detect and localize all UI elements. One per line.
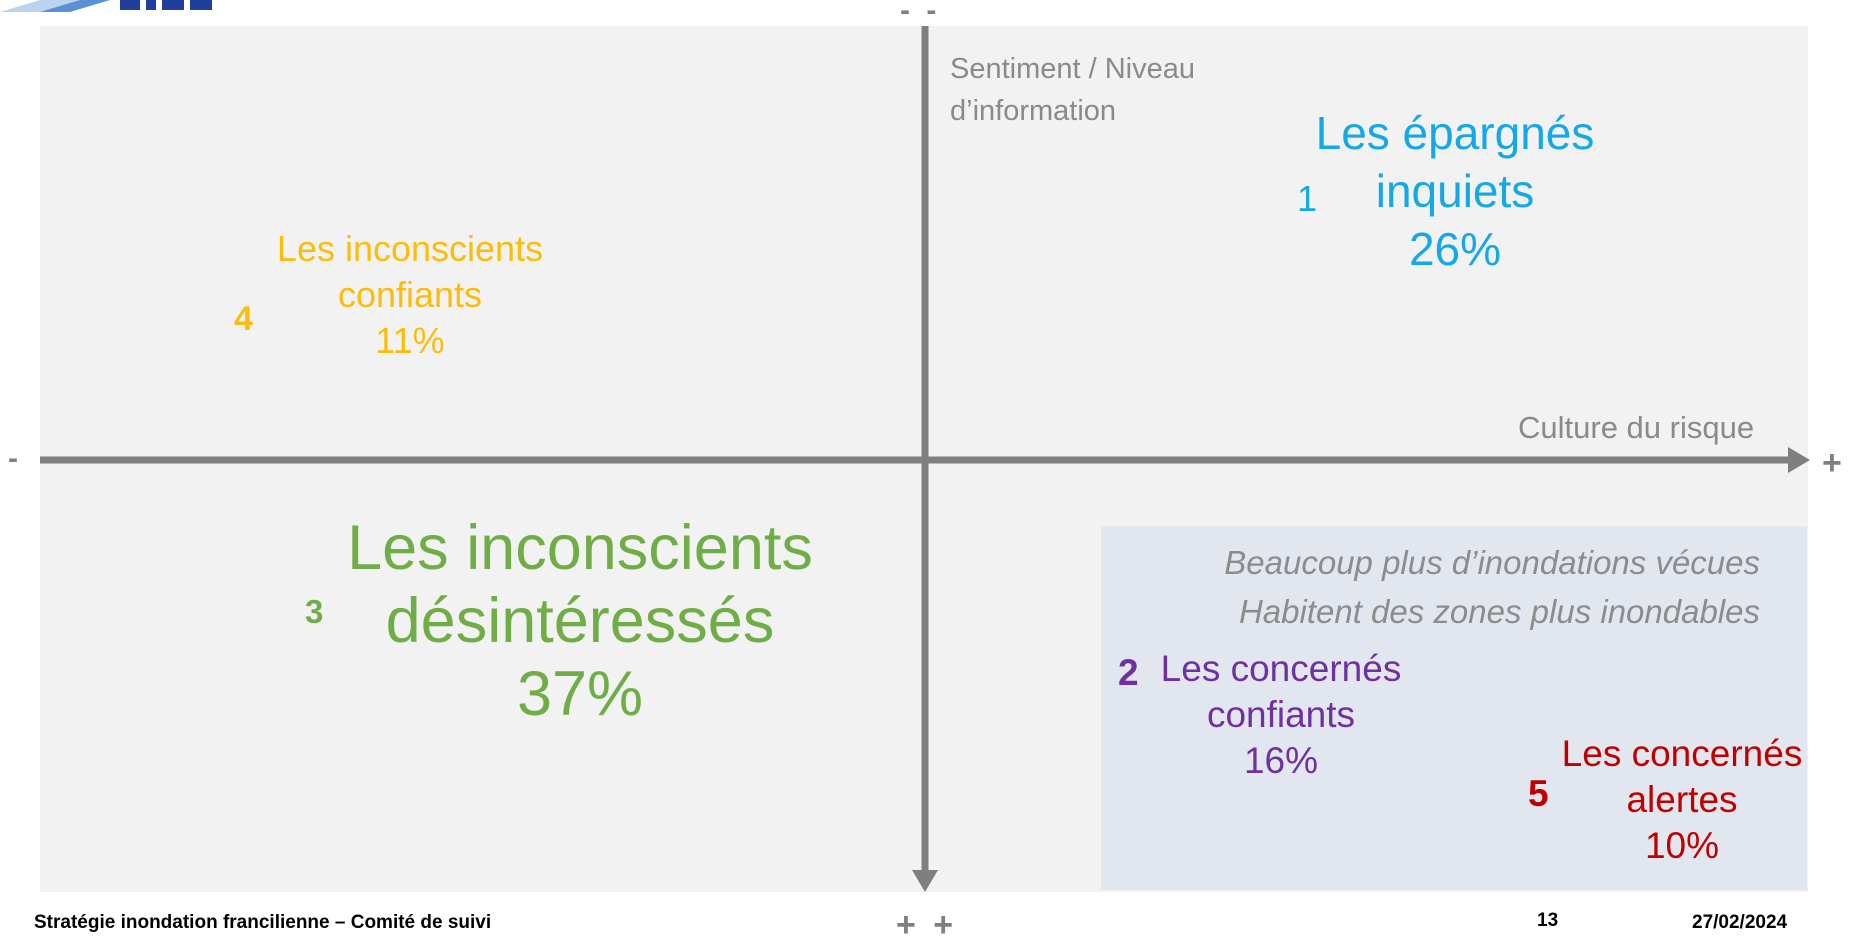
segment-5-label: Les concernés alertes 10% — [1555, 731, 1809, 869]
x-axis-label: Culture du risque — [1518, 410, 1755, 445]
segment-1-line-1: Les épargnés — [1315, 107, 1595, 159]
right-axis-marker: + — [1822, 444, 1842, 482]
logo-mark — [0, 0, 212, 12]
segment-4-line-2: confiants — [337, 274, 483, 315]
segment-4-label: Les inconscients confiants 11% — [250, 226, 570, 364]
segment-5-line-2: alertes — [1626, 779, 1738, 820]
segment-2-line-2: confiants — [1206, 694, 1356, 735]
segment-3-percent: 37% — [516, 659, 644, 729]
segment-4-line-1: Les inconscients — [276, 228, 544, 269]
footer-date: 27/02/2024 — [1692, 912, 1788, 933]
segment-2-percent: 16% — [1243, 740, 1319, 781]
segment-3-line-1: Les inconscients — [347, 513, 813, 583]
segment-5-line-1: Les concernés — [1561, 733, 1803, 774]
segment-5-percent: 10% — [1644, 825, 1720, 866]
highlight-note: Beaucoup plus d’inondations vécues Habit… — [1120, 538, 1760, 636]
segment-3-line-2: désintéressés — [385, 586, 775, 656]
segment-1-percent: 26% — [1408, 223, 1502, 275]
segment-2-number: 2 — [1118, 652, 1139, 693]
highlight-note-line-1: Beaucoup plus d’inondations vécues — [1224, 544, 1760, 581]
segment-1-number: 1 — [1297, 178, 1318, 219]
segment-3-number: 3 — [305, 593, 324, 630]
segment-4-percent: 11% — [375, 320, 445, 361]
segment-1-label: Les épargnés inquiets 26% — [1290, 104, 1620, 278]
segment-4-number: 4 — [234, 300, 253, 338]
segment-5-number: 5 — [1528, 773, 1549, 814]
segment-1-line-2: inquiets — [1375, 165, 1535, 217]
left-axis-marker: - — [8, 442, 18, 475]
footer-title: Stratégie inondation francilienne – Comi… — [34, 912, 492, 933]
highlight-note-line-2: Habitent des zones plus inondables — [1238, 593, 1760, 630]
segment-3-label: Les inconscients désintéressés 37% — [330, 512, 830, 731]
segment-2-label: Les concernés confiants 16% — [1150, 646, 1412, 784]
segment-2-line-1: Les concernés — [1160, 648, 1402, 689]
page-number: 13 — [1537, 910, 1559, 931]
highlight-box — [1101, 526, 1807, 890]
top-axis-marker: - - — [900, 0, 941, 27]
y-axis-label: Sentiment / Niveau d’information — [950, 53, 1196, 127]
bottom-axis-marker: + + — [896, 906, 958, 944]
